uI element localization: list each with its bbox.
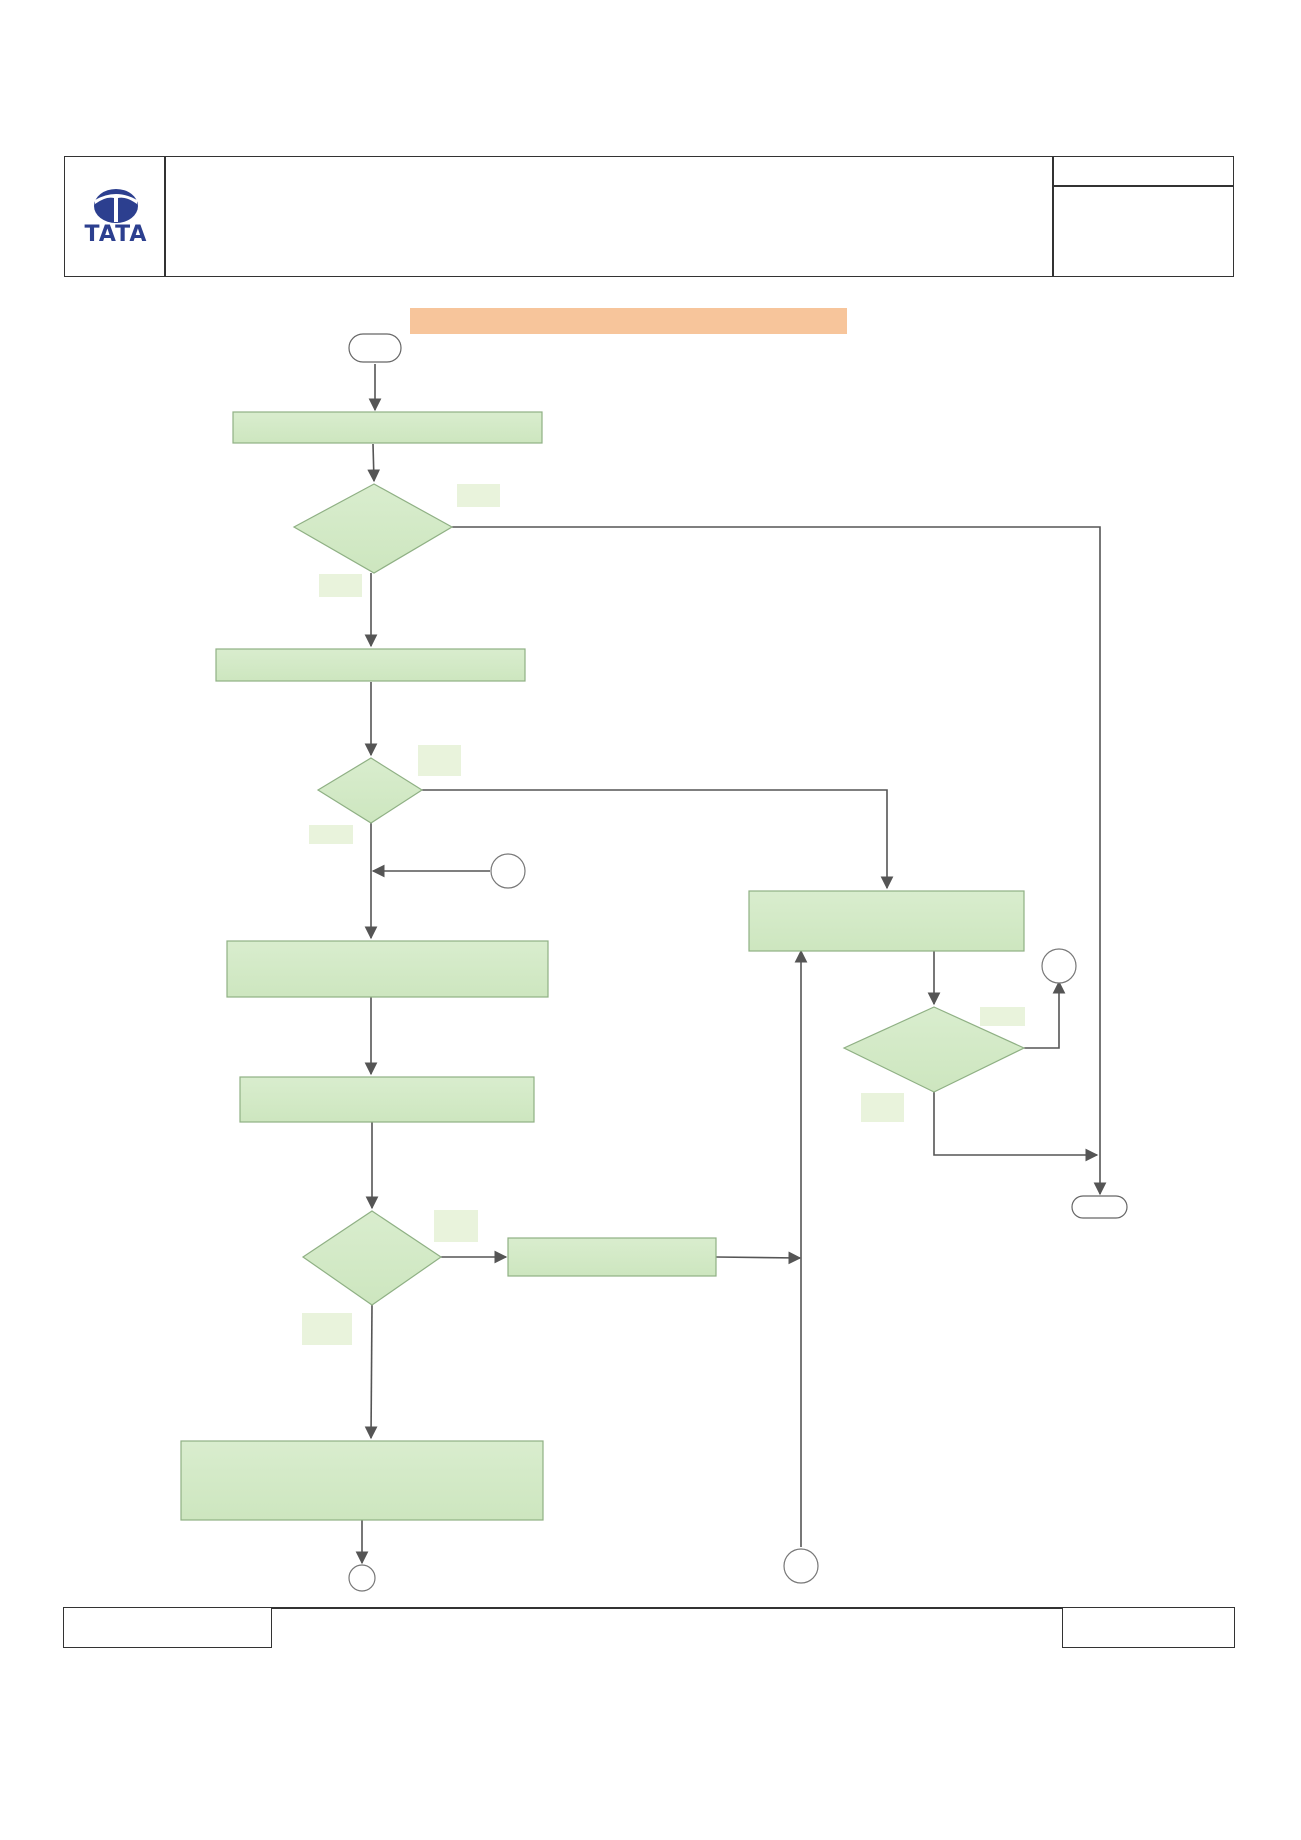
edge-label-d3-down — [302, 1313, 352, 1345]
logo-text: TATA — [84, 222, 148, 247]
decision-right — [842, 1006, 1026, 1093]
decision-2 — [316, 757, 424, 824]
decision-3 — [301, 1210, 443, 1306]
header-frame — [64, 156, 1234, 277]
edge-dR-end — [933, 1092, 1099, 1162]
decision-1 — [292, 483, 454, 574]
edge-d3-p6 — [364, 1304, 378, 1440]
edge-label-dR-down — [861, 1093, 904, 1122]
edge-label-d2-right — [418, 745, 461, 776]
end-terminator — [1071, 1195, 1128, 1219]
header-divider-right-row — [1052, 185, 1234, 187]
process-box-5 — [507, 1237, 717, 1277]
edge-label-d1-right — [457, 484, 500, 507]
process-box-right — [748, 890, 1025, 952]
header-divider-right — [1052, 156, 1054, 277]
process-box-2 — [215, 648, 526, 682]
connector-c1 — [490, 853, 526, 889]
footer-line — [272, 1607, 1062, 1609]
footer-right-box — [1062, 1607, 1235, 1648]
edge-p5-line — [715, 1251, 802, 1265]
edge-label-d1-down — [319, 574, 362, 597]
connector-c3 — [1041, 948, 1077, 984]
connector-c4 — [783, 1548, 819, 1584]
edge-d1-end — [452, 526, 1107, 1196]
edge-p1-d1 — [367, 443, 381, 483]
edge-label-dR-right — [980, 1007, 1025, 1026]
logo: TATA — [78, 180, 154, 250]
flowchart-title-bar — [410, 308, 847, 334]
edge-dR-c3 — [1024, 980, 1066, 1049]
edge-label-d2-down — [309, 825, 353, 844]
process-box-6 — [180, 1440, 544, 1521]
edge-d2-pR — [422, 789, 894, 890]
process-box-4 — [239, 1076, 535, 1123]
edge-label-d3-right — [434, 1210, 478, 1242]
footer-left-box — [63, 1607, 272, 1648]
process-box-1 — [232, 411, 543, 444]
tata-logo-icon — [94, 189, 138, 223]
connector-c2 — [348, 1564, 376, 1592]
process-box-3 — [226, 940, 549, 998]
header-divider-left — [164, 156, 166, 277]
start-terminator — [348, 333, 402, 363]
